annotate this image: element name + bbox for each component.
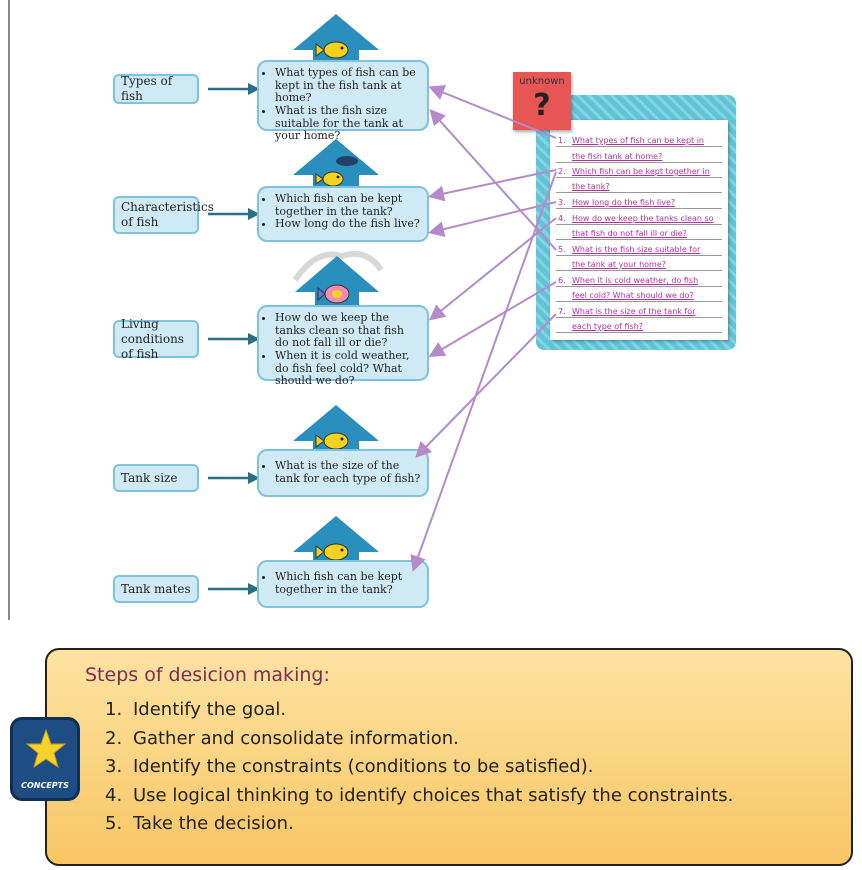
arrow-icon [208,583,260,595]
notepad-line: 2.Which fish can be kept together in [558,167,710,176]
fish-house-icon [293,405,379,461]
notepad-line: 7.What is the size of the tank for [558,307,696,316]
concepts-panel: Steps of desicion making: 1.Identify the… [45,648,853,866]
notepad-paper: 1.What types of fish can be kept in the … [550,120,728,340]
notepad-line: 4.How do we keep the tanks clean so [558,214,714,223]
step-item: 2.Gather and consolidate information. [105,727,459,749]
step-item: 4.Use logical thinking to identify choic… [105,784,734,806]
step-item: 1.Identify the goal. [105,699,287,720]
arrow-icon [208,208,260,220]
question-item: Which fish can be kept together in the t… [275,570,421,596]
category-tank-size: Tank size [113,464,199,492]
question-item: What is the size of the tank for each ty… [275,459,421,485]
notepad-line: 3.How long do the fish live? [558,198,676,207]
unknown-sticky-note: unknown ? [513,72,571,130]
question-item: What types of fish can be kept in the fi… [275,66,421,105]
question-item: Which fish can be kept together in the t… [275,192,421,218]
question-mark-icon: ? [533,88,551,123]
notepad-line: that fish do not fall ill or die? [572,229,687,238]
notepad-line: the tank? [572,182,610,191]
arrow-icon [208,472,260,484]
fish-house-icon [293,516,379,572]
fish-house-icon [293,139,379,195]
steps-list: 1.Identify the goal. 2.Gather and consol… [105,696,733,839]
page-margin-line [8,0,10,620]
question-box-types: What types of fish can be kept in the fi… [257,60,429,142]
concepts-title: Steps of desicion making: [85,664,330,686]
question-box-tank-mates: Which fish can be kept together in the t… [257,560,429,608]
category-types-of-fish: Types of fish [113,74,199,104]
notepad-line: 5.What is the fish size suitable for [558,245,701,254]
notepad-line: 1.What types of fish can be kept in [558,136,704,145]
star-icon [25,728,67,769]
question-item: What is the fish size suitable for the t… [275,104,421,143]
question-box-tank-size: What is the size of the tank for each ty… [257,449,429,497]
category-living-conditions: Living conditions of fish [113,317,199,361]
notepad-line: each type of fish? [572,322,644,331]
notepad-line: the tank at your home? [572,260,666,269]
notepad-line: the fish tank at home? [572,152,663,161]
fish-house-icon [293,14,379,70]
connector-line [410,171,557,572]
arrow-icon [208,333,260,345]
question-item: How do we keep the tanks clean so that f… [275,311,421,350]
category-tank-mates: Tank mates [113,575,199,603]
question-box-living-conditions: How do we keep the tanks clean so that f… [257,305,429,387]
fish-house-icon [292,250,384,312]
question-box-characteristics: Which fish can be kept together in the t… [257,186,429,242]
arrow-icon [208,83,260,95]
notepad-line: feel cold? What should we do? [572,291,694,300]
notepad-line: 6.When it is cold weather, do fish [558,276,699,285]
question-item: When it is cold weather, do fish feel co… [275,349,421,388]
category-characteristics: Characteristics of fish [113,196,214,234]
step-item: 5.Take the decision. [105,813,294,834]
question-item: How long do the fish live? [275,218,421,231]
step-item: 3.Identify the constraints (conditions t… [105,756,594,777]
concepts-badge: CONCEPTS [10,717,80,801]
